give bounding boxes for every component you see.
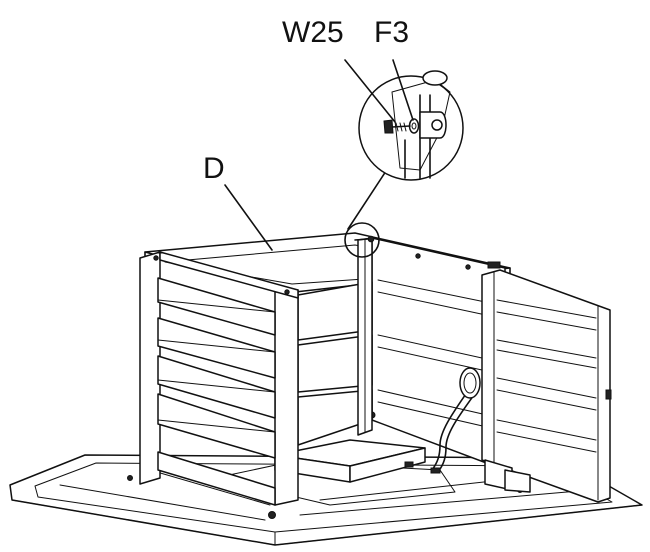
d-leader [224, 184, 273, 251]
right-door [481, 269, 612, 503]
left-wall [139, 251, 299, 506]
back-right-wall [368, 237, 506, 471]
detail-zoom [358, 70, 464, 181]
center-post [357, 237, 373, 436]
detail-leader [347, 167, 389, 230]
w25-leader [344, 59, 396, 123]
label-d: D [203, 152, 225, 185]
detail-marker [344, 222, 380, 258]
label-w25: W25 [282, 16, 344, 49]
cable-gauge [430, 367, 481, 474]
label-f3: F3 [374, 16, 409, 49]
f3-leader [392, 59, 414, 121]
